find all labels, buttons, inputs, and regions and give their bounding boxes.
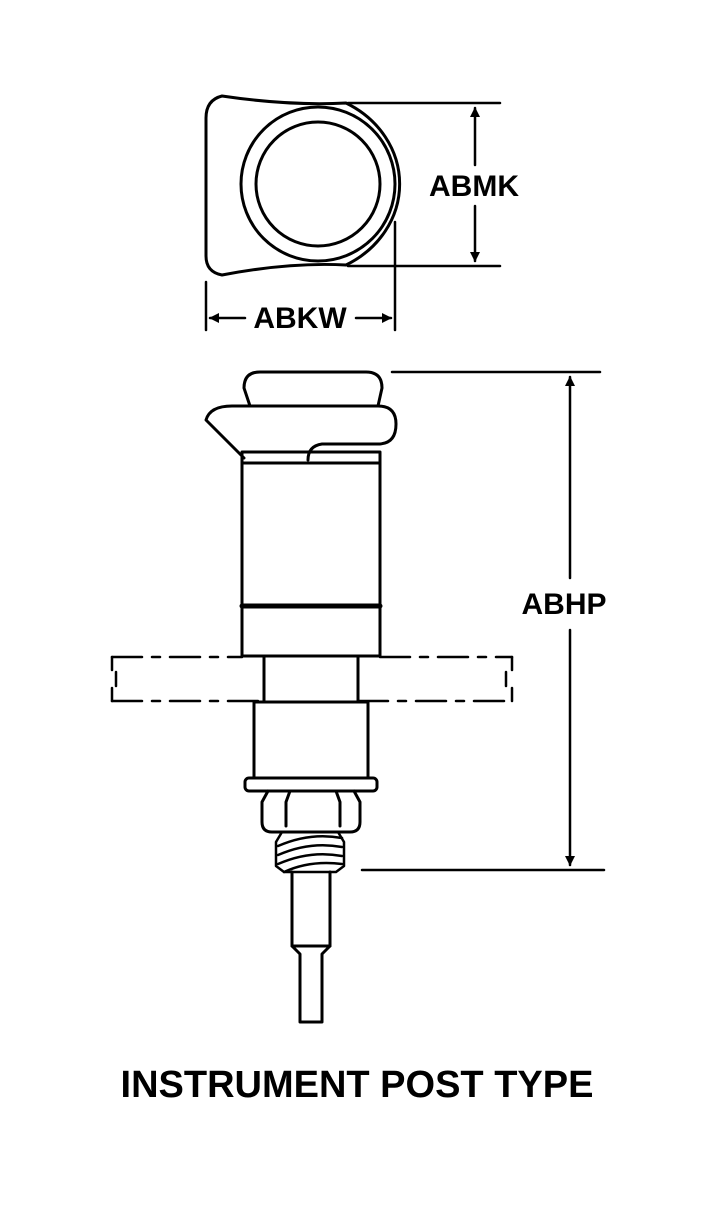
mounting-panel: [110, 655, 514, 703]
top-view-outer-ring: [239, 105, 397, 263]
dimension-abhp: [360, 370, 606, 872]
post-washer: [243, 776, 379, 793]
dimension-abmk: [346, 101, 502, 268]
post-collar: [204, 404, 398, 462]
label-abhp: ABHP: [521, 588, 606, 621]
post-body: [240, 450, 382, 658]
post-lower-body: [252, 700, 370, 780]
top-view-outline: [204, 94, 402, 277]
post-neck: [262, 654, 360, 704]
dimension-abkw: [204, 220, 397, 332]
side-view: [204, 370, 398, 1024]
top-view-inner-ring: [254, 120, 382, 248]
post-threads: [274, 830, 346, 874]
post-cap: [242, 370, 384, 408]
post-nut: [260, 789, 362, 834]
label-abmk: ABMK: [429, 170, 519, 203]
diagram-caption: INSTRUMENT POST TYPE: [121, 1064, 594, 1106]
top-view: [204, 94, 402, 277]
label-abkw: ABKW: [253, 302, 347, 335]
post-shaft: [290, 870, 332, 1024]
